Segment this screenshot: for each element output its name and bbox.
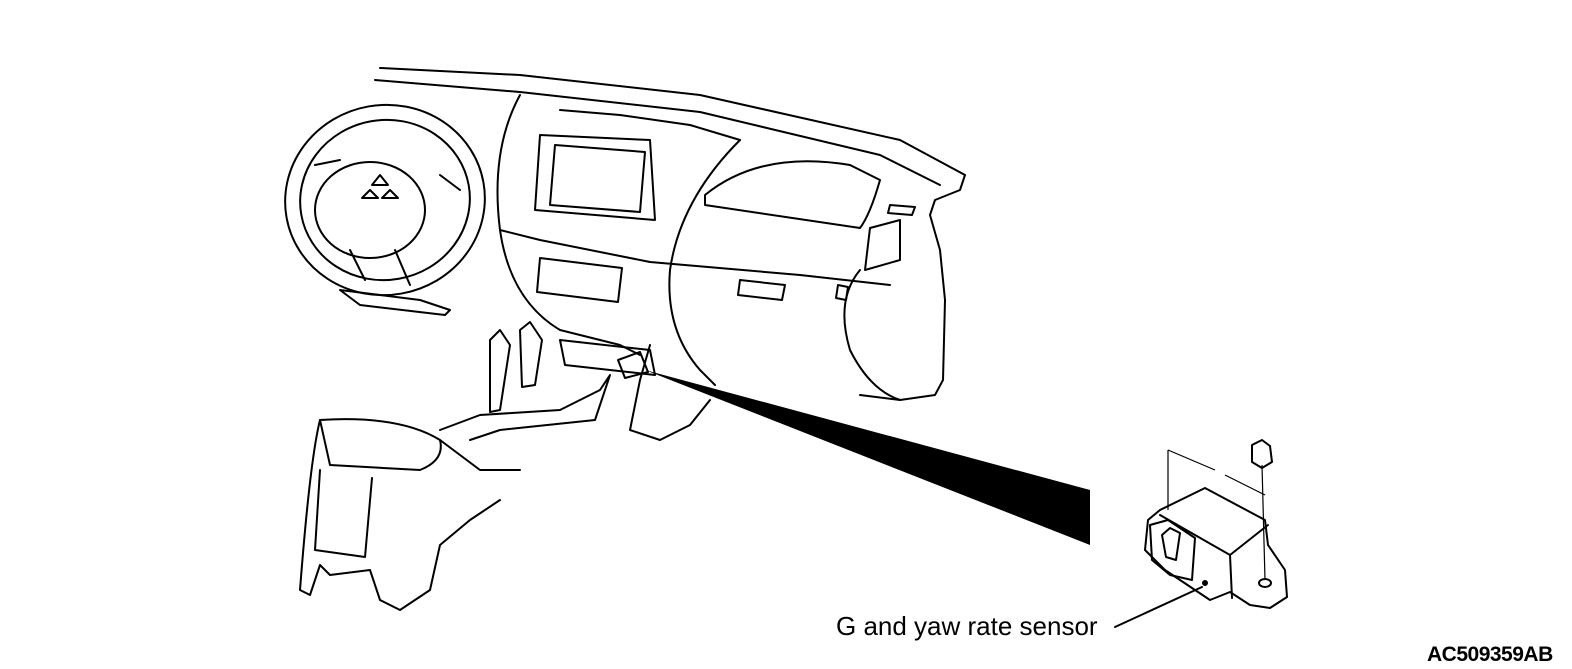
- sensor-callout-label: G and yaw rate sensor: [836, 611, 1098, 641]
- center-console: [299, 321, 611, 611]
- leader-line: [1114, 586, 1203, 628]
- sensor-mount-location: [617, 351, 649, 379]
- g-and-yaw-rate-sensor-drawing: [1144, 439, 1288, 609]
- callout-wedge: [645, 370, 1090, 545]
- instrument-panel: [374, 67, 966, 441]
- figure-id: AC509359AB: [1427, 643, 1553, 666]
- steering-wheel: [284, 103, 486, 316]
